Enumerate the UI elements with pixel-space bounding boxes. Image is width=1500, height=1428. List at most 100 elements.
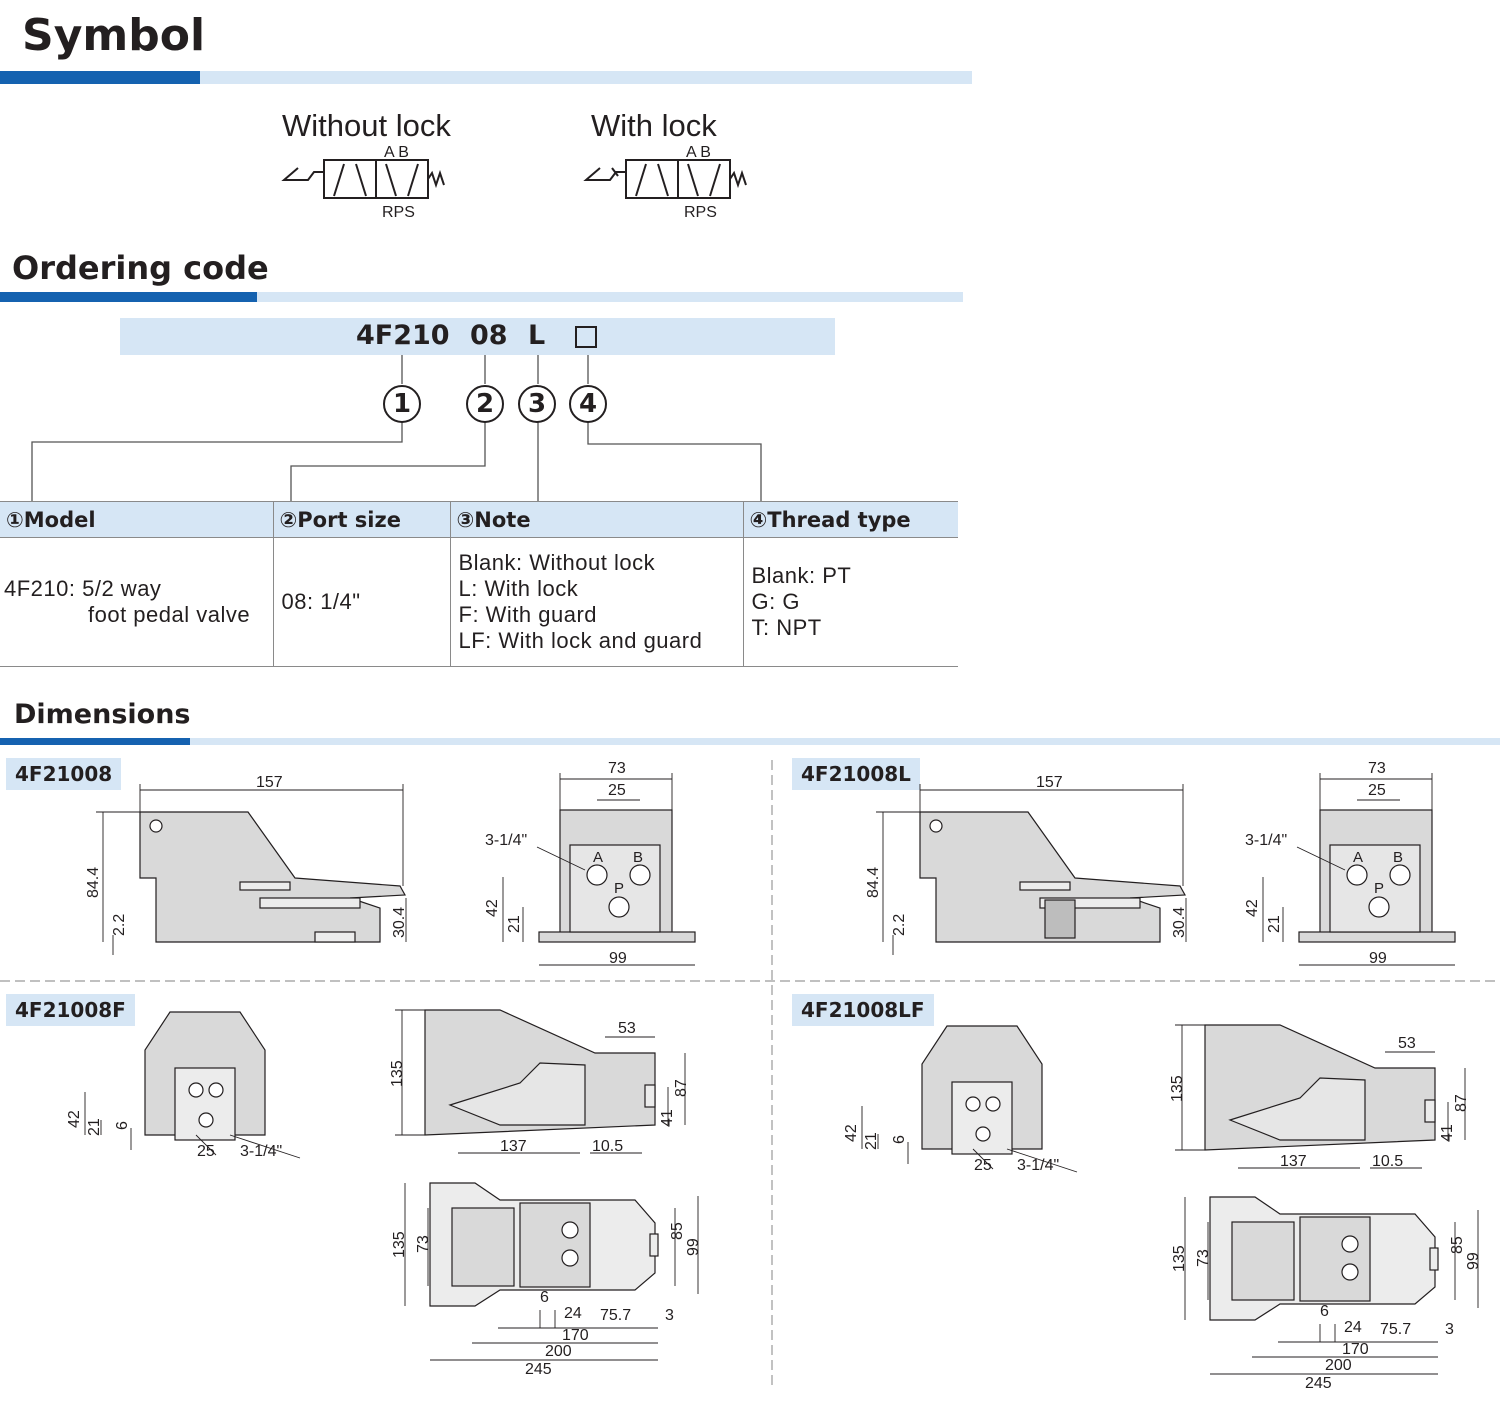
dim-l1: 170: [562, 1327, 589, 1344]
dimensions-title-bar: [0, 738, 190, 745]
without-lock-label: Without lock: [282, 108, 451, 143]
cell-port-size: 08: 1/4": [272, 537, 450, 667]
dim-h2: 21: [1266, 915, 1283, 933]
guard-side-view-4f21008lf: 135 53 87 41 137 10.5: [1169, 1024, 1470, 1170]
front-view-4f21008: 73 25 3-1/4" A B P 42 21 99: [484, 760, 696, 967]
cell-note: Blank: Without lock L: With lock F: With…: [449, 537, 743, 667]
dim-h1: 42: [1244, 899, 1261, 917]
dim-h2: 21: [86, 1118, 103, 1136]
dim-port: 3-1/4": [1017, 1157, 1059, 1174]
dim-port: 3-1/4": [485, 832, 527, 849]
ordering-title-rule: [257, 292, 963, 302]
code-note: L: [528, 320, 546, 351]
dim-h3: 6: [114, 1121, 131, 1130]
dim-h3: 6: [891, 1135, 908, 1144]
ports-ab-label: A B: [384, 144, 409, 161]
dim-base: 99: [1369, 950, 1387, 967]
dim-d1: 6: [1320, 1303, 1329, 1320]
dim-h2: 73: [415, 1235, 432, 1253]
dim-d4: 3: [1445, 1321, 1454, 1338]
dim-base: 2.2: [111, 914, 128, 936]
dim-spacing: 25: [197, 1143, 215, 1160]
side-view-4f21008: 157 84.4 2.2 30.4: [85, 774, 408, 955]
dim-w2: 99: [685, 1238, 702, 1256]
symbol-title: Symbol: [22, 10, 206, 61]
dim-d2: 24: [1344, 1319, 1362, 1336]
guard-top-view-4f21008f: 135 73 85 99 6 24 75.7 3 170 200 245: [391, 1182, 702, 1378]
dim-pedal: 30.4: [391, 907, 408, 938]
guard-side-view-4f21008f: 135 53 87 41 137 10.5: [389, 1009, 690, 1155]
guard-top-view-4f21008lf: 135 73 85 99 6 24 75.7 3 170 200 245: [1171, 1196, 1482, 1392]
dim-w1: 85: [1449, 1236, 1466, 1254]
model-tag-4f21008lf: 4F21008LF: [792, 994, 934, 1026]
dim-l3: 245: [525, 1361, 552, 1378]
ports-rps-label: RPS: [382, 204, 415, 221]
dim-d3: 75.7: [1380, 1321, 1411, 1338]
dim-h1: 42: [484, 899, 501, 917]
dim-w1: 85: [669, 1222, 686, 1240]
ordering-code-table: ①Model ②Port size ③Note ④Thread type 4F2…: [0, 501, 958, 667]
dim-width: 73: [608, 760, 626, 777]
dim-d4: 3: [665, 1307, 674, 1324]
dim-w2: 99: [1465, 1252, 1482, 1270]
ordering-title-bar: [0, 292, 257, 302]
dim-height: 84.4: [865, 867, 882, 898]
dimensions-title: Dimensions: [14, 699, 191, 730]
dim-h2: 73: [1195, 1249, 1212, 1267]
header-note: ③Note: [449, 501, 743, 538]
dim-l1: 170: [1342, 1341, 1369, 1358]
dim-offset: 10.5: [1372, 1153, 1403, 1170]
header-port-size: ②Port size: [272, 501, 450, 538]
dim-l2: 200: [545, 1343, 572, 1360]
dim-d2: 24: [564, 1305, 582, 1322]
valve-symbol-with-lock: A B RPS: [583, 144, 747, 221]
model-tag-4f21008: 4F21008: [6, 758, 122, 790]
dim-len: 137: [500, 1138, 527, 1155]
dim-base: 2.2: [891, 914, 908, 936]
dim-h: 135: [391, 1231, 408, 1258]
ordering-code-band: [120, 318, 835, 355]
dim-port: 3-1/4": [1245, 832, 1287, 849]
ordering-code-title: Ordering code: [12, 249, 269, 287]
dim-h2: 21: [863, 1132, 880, 1150]
dim-h1: 87: [1453, 1094, 1470, 1112]
dim-d3: 75.7: [600, 1307, 631, 1324]
dim-spacing: 25: [1368, 782, 1386, 799]
dim-width: 73: [1368, 760, 1386, 777]
model-tag-4f21008f: 4F21008F: [6, 994, 135, 1026]
dim-spacing: 25: [608, 782, 626, 799]
dim-h: 135: [1171, 1245, 1188, 1272]
ports-rps-label: RPS: [684, 204, 717, 221]
dim-spacing: 25: [974, 1157, 992, 1174]
header-model: ①Model: [0, 501, 273, 538]
port-a: A: [1353, 849, 1363, 866]
port-p: P: [614, 880, 624, 897]
with-lock-label: With lock: [591, 108, 717, 143]
code-thread-placeholder: [575, 326, 597, 348]
port-p: P: [1374, 880, 1384, 897]
symbol-title-rule: [200, 71, 972, 84]
dim-h2: 41: [1439, 1124, 1456, 1142]
model-tag-4f21008l: 4F21008L: [792, 758, 920, 790]
dim-top: 53: [618, 1020, 636, 1037]
cell-model: 4F210: 5/2 way foot pedal valve: [0, 537, 273, 667]
index-circle-2: 2: [466, 385, 504, 423]
ordering-connectors: [31, 355, 762, 502]
code-port-size: 08: [470, 320, 508, 351]
header-thread-type: ④Thread type: [742, 501, 958, 538]
code-model: 4F210: [356, 320, 450, 351]
dim-h1: 87: [673, 1079, 690, 1097]
dim-base: 99: [609, 950, 627, 967]
guard-front-view-4f21008lf: 42 21 6 25 3-1/4": [843, 1025, 1078, 1174]
index-circle-4: 4: [569, 385, 607, 423]
dimension-panel-separators: [0, 760, 1500, 1385]
dim-l3: 245: [1305, 1375, 1332, 1392]
dim-height: 135: [389, 1060, 406, 1087]
dim-offset: 10.5: [592, 1138, 623, 1155]
port-b: B: [633, 849, 643, 866]
valve-symbol-without-lock: A B RPS: [281, 144, 445, 221]
symbol-title-bar: [0, 71, 200, 84]
dim-l2: 200: [1325, 1357, 1352, 1374]
dim-pedal: 30.4: [1171, 907, 1188, 938]
port-a: A: [593, 849, 603, 866]
